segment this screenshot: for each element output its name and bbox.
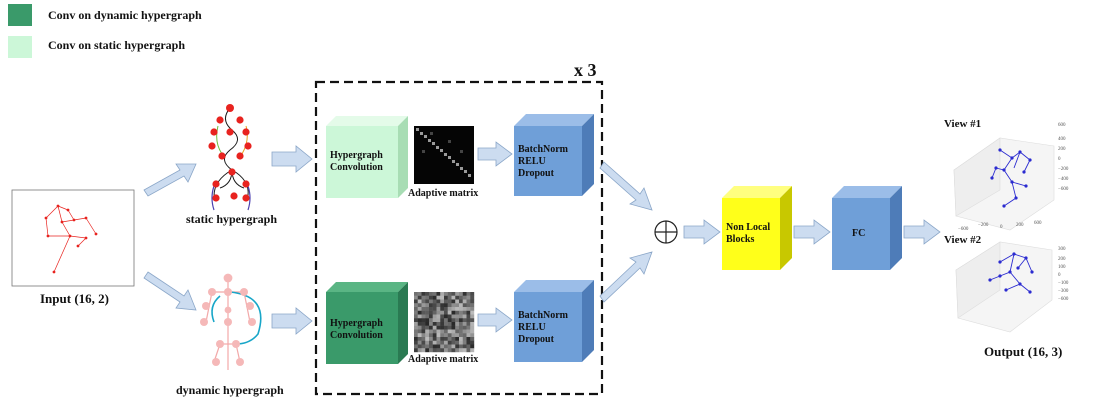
view2-label: View #2 [944,234,982,246]
svg-text:0: 0 [1058,273,1061,278]
legend-label-dynamic: Conv on dynamic hypergraph [48,8,202,22]
dynamic-bn-line2: RELU [518,322,546,333]
static-bn-line1: BatchNorm [518,144,568,155]
static-matrix-label: Adaptive matrix [408,188,479,199]
arrow-input-dynamic [143,271,197,311]
repeat-box [314,80,604,396]
input-pose-plot [11,189,135,287]
svg-text:200: 200 [1058,257,1066,262]
nonlocal-cube: Non Local Blocks [722,186,792,270]
input-label: Input (16, 2) [40,291,109,306]
dynamic-conv-line2: Convolution [330,330,383,341]
dynamic-conv-line1: Hypergraph [330,318,383,329]
static-conv-line2: Convolution [330,162,383,173]
static-adaptive-matrix [414,126,474,184]
static-hypergraph-label: static hypergraph [186,212,277,226]
dynamic-hypergraph-label: dynamic hypergraph [176,383,284,397]
arrow-static-conv [271,145,313,173]
svg-text:0: 0 [1058,157,1061,162]
dynamic-batchnorm-cube: BatchNorm RELU Dropout [514,280,594,362]
view1-label: View #1 [944,118,982,130]
svg-text:−300: −300 [1058,289,1069,294]
nonlocal-line1: Non Local [726,222,771,233]
dynamic-bn-line3: Dropout [518,334,554,345]
arrow-sum-nonlocal [683,219,721,245]
static-bn-line2: RELU [518,156,546,167]
svg-text:200: 200 [1016,223,1024,228]
legend-swatch-dynamic [8,4,32,26]
arrow-dynamic-conv [271,307,313,335]
static-conv-line1: Hypergraph [330,150,383,161]
svg-text:−100: −100 [1058,281,1069,286]
arrow-matrix-bn-dynamic [477,307,513,333]
fc-cube: FC [832,186,902,270]
legend-swatch-static [8,36,32,58]
dynamic-bn-line1: BatchNorm [518,310,568,321]
static-conv-cube: Hypergraph Convolution [326,116,408,198]
svg-text:300: 300 [1058,247,1066,252]
svg-text:−200: −200 [978,223,989,228]
arrow-fc-output [903,219,941,245]
svg-text:−400: −400 [1058,177,1069,182]
legend-label-static: Conv on static hypergraph [48,38,186,52]
static-hypergraph-skeleton [208,104,252,211]
arrow-matrix-bn-static [477,141,513,167]
output-label: Output (16, 3) [984,344,1063,359]
sum-node [654,220,678,244]
dynamic-adaptive-matrix [414,292,475,353]
arrow-dynamic-sum [599,251,653,303]
repeat-label: x 3 [574,60,597,80]
static-batchnorm-cube: BatchNorm RELU Dropout [514,114,594,196]
svg-text:−600: −600 [1058,297,1069,302]
arrow-input-static [143,163,197,197]
svg-text:600: 600 [1034,221,1042,226]
arrow-nonlocal-fc [793,219,831,245]
svg-text:600: 600 [1058,123,1066,128]
svg-text:−600: −600 [958,227,969,232]
arrow-static-sum [599,161,653,211]
nonlocal-line2: Blocks [726,234,755,245]
view2-plot: 300 200 100 0 −100 −300 −600 [955,241,1069,333]
view1-plot: 600 400 200 0 −200 −400 −600 −600 −200 0 200 60… [953,123,1069,232]
svg-text:−200: −200 [1058,167,1069,172]
static-bn-line3: Dropout [518,168,554,179]
fc-label: FC [852,228,866,239]
svg-text:200: 200 [1058,147,1066,152]
svg-text:0: 0 [1000,225,1003,230]
svg-text:100: 100 [1058,265,1066,270]
svg-text:400: 400 [1058,137,1066,142]
dynamic-conv-cube: Hypergraph Convolution [326,282,408,364]
svg-text:−600: −600 [1058,187,1069,192]
dynamic-hypergraph-skeleton [200,273,262,370]
dynamic-matrix-label: Adaptive matrix [408,354,479,365]
